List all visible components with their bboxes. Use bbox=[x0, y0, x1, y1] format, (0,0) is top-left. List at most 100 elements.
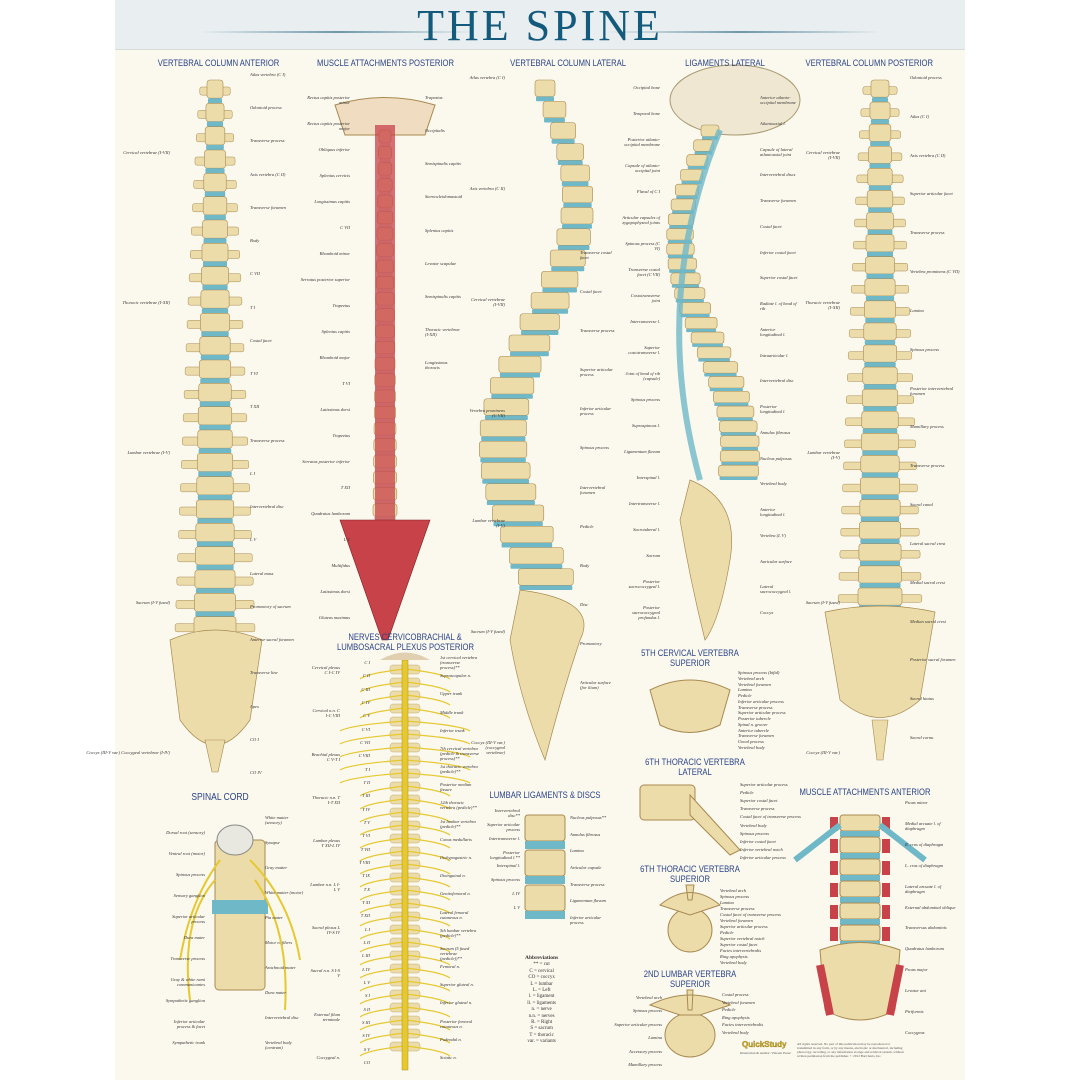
spinal-nerve-right bbox=[404, 941, 451, 953]
posterior-spine-disc bbox=[862, 450, 898, 456]
heading-ligaments-lateral: LIGAMENTS LATERAL bbox=[685, 58, 765, 68]
spinal-nerve-root bbox=[186, 879, 216, 1001]
label-cord-right: Dura mater bbox=[265, 990, 287, 995]
heading-c5-2: SUPERIOR bbox=[670, 658, 710, 668]
ligaments-spine-vertebra bbox=[720, 435, 760, 448]
label-ligaments-left: Temporal bone bbox=[633, 111, 660, 116]
label-l2: Accessory process bbox=[629, 1048, 662, 1054]
label-nerves-side: External filum terminale bbox=[314, 1011, 340, 1022]
label-nerves-left: S IV bbox=[362, 1033, 370, 1039]
ligaments-spine-disc bbox=[671, 284, 700, 288]
label-lateral-right: Inferior articular process bbox=[580, 406, 612, 417]
posterior-spine-disc bbox=[869, 163, 891, 169]
label-nerves-left: L I bbox=[364, 926, 370, 932]
posterior-spine-disc bbox=[865, 295, 895, 301]
lateral-spine-disc bbox=[486, 500, 535, 505]
label-cord-left: Dorsal root (sensory) bbox=[166, 830, 205, 835]
label-l2: Spinous process bbox=[633, 1008, 662, 1014]
label-ligaments-right: Vertebral body bbox=[760, 481, 787, 487]
label-posterior-right: Medial sacral crest bbox=[910, 579, 945, 585]
label-lateral-right: Pedicle bbox=[580, 523, 594, 529]
label-anterior-right: Odontoid process bbox=[250, 105, 282, 111]
label-nerves-side: Lumbar plexus T XII-L IV bbox=[313, 838, 340, 849]
spinal-nerve-right bbox=[404, 1019, 451, 1031]
spinal-nerve-left bbox=[359, 850, 406, 862]
label-nerves-side: Cervical n.n. C I-C VIII bbox=[312, 708, 341, 719]
label-lateral-right: Body bbox=[580, 562, 590, 568]
anterior-spine-vertebra bbox=[197, 406, 233, 426]
heading-vertebral-column-posterior: VERTEBRAL COLUMN POSTERIOR bbox=[805, 58, 934, 68]
label-anterior-right: L V bbox=[250, 537, 257, 543]
anterior-muscle-vertebra bbox=[839, 902, 881, 920]
anterior-spine-vertebra bbox=[196, 499, 234, 519]
posterior-spine-disc bbox=[868, 207, 892, 213]
abbreviation-item: ll. = ligaments bbox=[527, 1000, 556, 1006]
label-t6s: Vertebral foramen bbox=[720, 918, 753, 923]
spinal-nerve-left bbox=[359, 681, 406, 693]
label-t6l: Superior costal facet bbox=[740, 798, 778, 804]
label-ligaments-right: Intervertebral discs bbox=[760, 172, 796, 178]
heading-lumbar-ligaments: LUMBAR LIGAMENTS & DISCS bbox=[489, 790, 601, 800]
label-ligaments-left: Transverse costal facet (C VII) bbox=[628, 267, 660, 277]
label-t6s: Spinous process bbox=[720, 894, 749, 899]
spinal-nerve-right bbox=[404, 915, 451, 927]
psoas-left bbox=[830, 839, 838, 853]
label-muscle-right: Semispinalis capitis bbox=[425, 293, 461, 299]
posterior-sacrum bbox=[824, 605, 936, 718]
piriformis-muscle bbox=[816, 964, 904, 1016]
ligaments-spine-disc bbox=[698, 358, 730, 362]
label-anterior-right: C VII bbox=[250, 271, 260, 277]
lateral-spine-disc bbox=[480, 457, 526, 463]
psoas-left bbox=[830, 817, 838, 831]
label-posterior-right: Superior articular facet bbox=[910, 191, 953, 197]
spinal-nerve-left bbox=[359, 1045, 406, 1057]
label-l2: Vertebral arch bbox=[636, 995, 662, 1000]
label-nerves-left: S III bbox=[362, 1020, 370, 1025]
label-nerves-left: T II bbox=[363, 780, 370, 785]
posterior-spine-vertebra bbox=[861, 388, 899, 407]
label-cord-left: Spinous process bbox=[176, 872, 205, 877]
label-c5: Lamina bbox=[738, 687, 752, 693]
spinal-nerve-right bbox=[404, 720, 471, 732]
ligaments-spine-vertebra bbox=[696, 346, 732, 359]
label-muscle-ant: L. crus of diaphragm bbox=[905, 862, 944, 868]
label-nerves-right: 5th lumbar vertebra (pedicle)** bbox=[440, 927, 477, 938]
label-anterior-right: T VI bbox=[250, 371, 258, 377]
label-cord-right: White matter (sensory) bbox=[265, 815, 289, 825]
spinal-nerve-left bbox=[359, 694, 406, 706]
anterior-muscle-disc bbox=[840, 897, 880, 903]
ligaments-spine-vertebra bbox=[670, 272, 701, 285]
anterior-spine-vertebra bbox=[200, 289, 230, 309]
label-anterior-right: Costal facet bbox=[250, 337, 272, 343]
lumbar-disc bbox=[525, 911, 565, 919]
lateral-spine-vertebra bbox=[560, 164, 590, 182]
illustrator-credit: Illustration & Author: Vincent Perez bbox=[740, 1051, 791, 1055]
label-c5: Spinous process (bifid) bbox=[738, 670, 780, 675]
label-nerves-left: C VIII bbox=[358, 753, 370, 759]
label-ligaments-right: Radiate l. of head of rib bbox=[760, 301, 797, 311]
lateral-spine-disc bbox=[542, 287, 577, 293]
spinal-nerve-left bbox=[339, 746, 406, 758]
label-muscle-ant: Lateral arcuate l. of diaphragm bbox=[905, 883, 942, 894]
lumbar-disc bbox=[525, 841, 565, 849]
label-lumbar-right: Transverse process bbox=[570, 881, 605, 887]
label-nerves-left: T VI bbox=[362, 833, 370, 839]
label-ligaments-right: Coccyx bbox=[760, 610, 774, 615]
anterior-spine-disc bbox=[202, 261, 228, 267]
label-t6s: Costal facet of transverse process bbox=[720, 912, 781, 917]
label-t6s: Superior vertebral notch bbox=[720, 936, 765, 941]
anterior-spine-disc bbox=[199, 401, 231, 407]
label-nerves-left: C VII bbox=[360, 740, 370, 745]
spinal-nerve-right bbox=[404, 993, 451, 1005]
anterior-muscle-vertebra bbox=[839, 880, 881, 898]
label-lumbar-right: Inferior articular process bbox=[570, 915, 602, 925]
label-posterior-right: Lamina bbox=[910, 307, 924, 313]
label-posterior-left: Thoracic vertebrae (I-XII) bbox=[805, 300, 840, 310]
posterior-spine-vertebra bbox=[865, 234, 895, 253]
posterior-spine-vertebra bbox=[867, 168, 893, 186]
abbreviation-item: S = sacrum bbox=[530, 1026, 553, 1032]
label-nerves-left: S I bbox=[365, 993, 370, 999]
lateral-spine-vertebra bbox=[518, 568, 574, 586]
label-anterior-right: CO I bbox=[250, 736, 259, 742]
lateral-spine-disc bbox=[501, 542, 553, 548]
